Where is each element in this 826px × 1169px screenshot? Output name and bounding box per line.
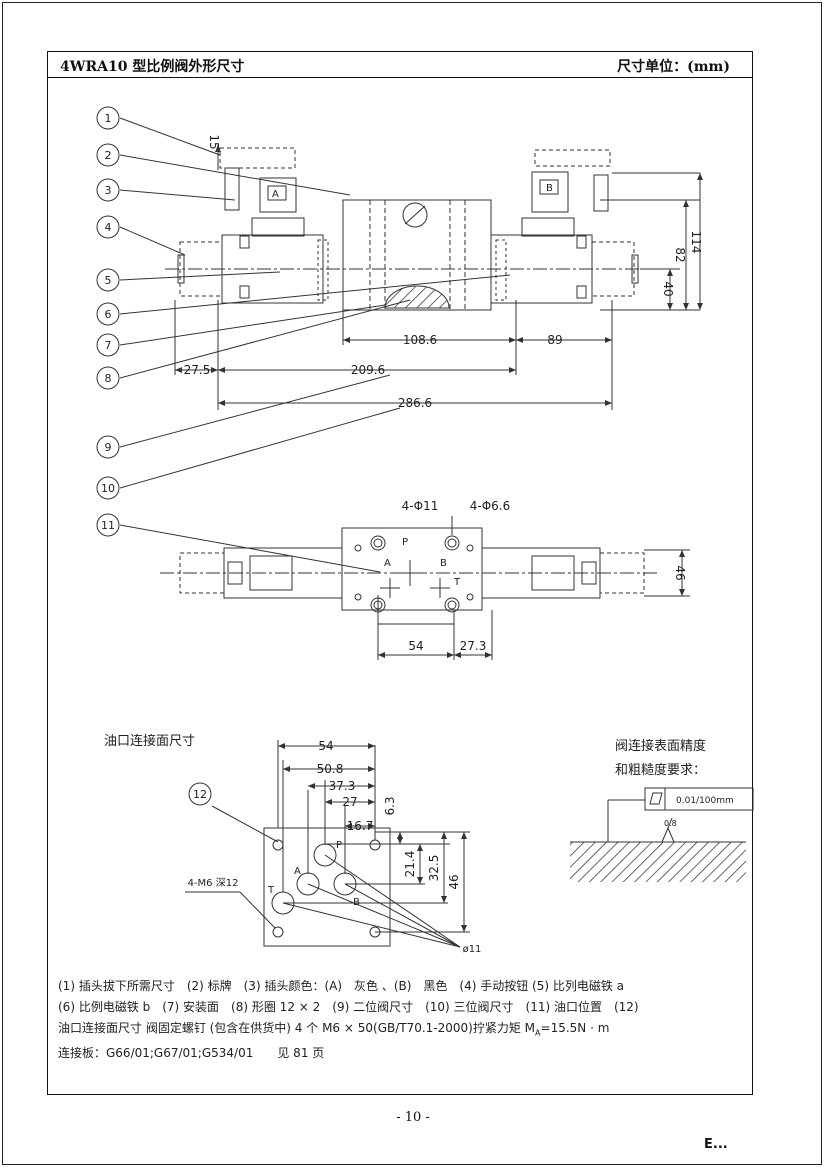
front-view: [119, 117, 703, 489]
face-label-p: P: [336, 840, 342, 851]
oil-dim-54: 54: [318, 739, 333, 753]
dim-209-6: 209.6: [351, 363, 385, 377]
callout-text-5: 5: [105, 274, 112, 287]
callout-text-10: 10: [101, 482, 115, 495]
oil-port-face: [185, 740, 470, 948]
oil-dim-27: 27: [342, 795, 357, 809]
dim-40: 40: [661, 281, 675, 296]
callout-text-8: 8: [105, 372, 112, 385]
corner-mark: E...: [704, 1137, 728, 1152]
oil-dim-32-5: 32.5: [427, 855, 441, 882]
callout-1: [96, 106, 120, 130]
face-label-t: T: [267, 885, 275, 896]
callout-10: [96, 476, 120, 500]
page-number: - 10 -: [396, 1110, 430, 1125]
callout-text-3: 3: [105, 184, 112, 197]
port-label-p: P: [402, 537, 408, 548]
callout-3: [96, 178, 120, 202]
dim-hole-11: 4-Φ11: [402, 499, 439, 513]
dim-89: 89: [547, 333, 562, 347]
connector-a-letter: A: [272, 189, 279, 200]
face-label-b: B: [353, 897, 360, 908]
callout-8: [96, 366, 120, 390]
dim-27-3: 27.3: [460, 639, 487, 653]
note-line-3-end: =15.5N · m: [540, 1021, 610, 1035]
flatness-value: 0.01/100mm: [676, 796, 734, 806]
callout-text-4: 4: [105, 221, 112, 234]
connector-b-letter: B: [546, 183, 553, 194]
face-label-a: A: [294, 866, 301, 877]
port-letters: P A B T P A B T A B 0.01/100mm 0.8: [267, 183, 734, 908]
drawing-sheet: 4WRA10 型比例阀外形尺寸 尺寸单位：(mm) (1) 插头拔下所需尺寸 (…: [47, 51, 753, 1095]
dimension-texts: 15 108.6 89 27.5 209.6 286.6 40 82 114 4…: [184, 134, 703, 955]
callouts: [96, 106, 212, 806]
note-line-3-sub: A: [535, 1028, 541, 1038]
oil-dim-11: ø11: [463, 944, 482, 955]
note-line-1: (1) 插头拔下所需尺寸 (2) 标牌 (3) 插头颜色：(A) 灰色 、(B)…: [58, 979, 625, 993]
oil-dim-37-3: 37.3: [329, 779, 356, 793]
dim-hole-6-6: 4-Φ6.6: [470, 499, 511, 513]
oil-dim-46: 46: [447, 874, 461, 889]
connector-b: [531, 171, 569, 213]
oil-dim-16-7: 16.7: [347, 819, 374, 833]
connector-a: [259, 177, 297, 213]
note-line-3-text: 油口连接面尺寸 阀固定螺钉 (包含在供货中) 4 个 M6 × 50(GB/T7…: [58, 1021, 536, 1035]
callout-11: [96, 513, 120, 537]
note-line-4: 连接板：G66/01;G67/01;G534/01 见 81 页: [58, 1046, 325, 1061]
o-ring-section: [384, 285, 450, 309]
top-view: [119, 516, 690, 660]
port-face-outline: [263, 827, 391, 947]
oil-face-title: 油口连接面尺寸: [104, 734, 196, 749]
callout-text-12: 12: [193, 788, 207, 801]
port-label-a: A: [384, 558, 391, 569]
sheet-header: 4WRA10 型比例阀外形尺寸 尺寸单位：(mm): [48, 52, 752, 78]
roughness-value: 0.8: [664, 819, 677, 828]
note-line-2: (6) 比例电磁铁 b (7) 安装面 (8) 形圈 12 × 2 (9) 二位…: [58, 1000, 639, 1014]
callout-4: [96, 215, 120, 239]
dim-82: 82: [673, 247, 687, 262]
oil-dim-50-8: 50.8: [317, 762, 344, 776]
finish-title-1: 阀连接表面精度: [615, 739, 707, 754]
dim-15: 15: [207, 134, 221, 149]
callout-text-6: 6: [105, 308, 112, 321]
legend-notes: (1) 插头拔下所需尺寸 (2) 标牌 (3) 插头颜色：(A) 灰色 、(B)…: [58, 976, 748, 1064]
note-line-3: 油口连接面尺寸 阀固定螺钉 (包含在供货中) 4 个 M6 × 50(GB/T7…: [58, 1018, 748, 1043]
callout-5: [96, 268, 120, 292]
finish-title-2: 和粗糙度要求：: [615, 763, 707, 778]
port-label-t: T: [453, 577, 461, 588]
callout-numbers: 1 2 3 4 5 6 7 8 9 10 11 12: [101, 112, 207, 801]
callout-text-9: 9: [105, 441, 112, 454]
m6-thread-label: 4-M6 深12: [188, 877, 239, 889]
callout-2: [96, 143, 120, 167]
oil-dim-6-3: 6.3: [383, 796, 397, 815]
dim-54: 54: [408, 639, 423, 653]
callout-9: [96, 435, 120, 459]
dim-114: 114: [689, 231, 703, 254]
callout-12: [188, 782, 212, 806]
port-label-b: B: [440, 558, 447, 569]
callout-6: [96, 302, 120, 326]
dim-27-5: 27.5: [184, 363, 211, 377]
callout-text-11: 11: [101, 519, 115, 532]
callout-text-7: 7: [105, 339, 112, 352]
dim-46: 46: [673, 565, 687, 580]
surface-finish-symbol: [570, 787, 754, 882]
oil-dim-21-4: 21.4: [403, 851, 417, 878]
page-title: 4WRA10 型比例阀外形尺寸: [60, 59, 245, 75]
dim-108-6: 108.6: [403, 333, 437, 347]
callout-text-2: 2: [105, 149, 112, 162]
unit-label: 尺寸单位：(mm): [617, 59, 730, 75]
callout-text-1: 1: [105, 112, 112, 125]
callout-7: [96, 333, 120, 357]
dim-286-6: 286.6: [398, 396, 432, 410]
